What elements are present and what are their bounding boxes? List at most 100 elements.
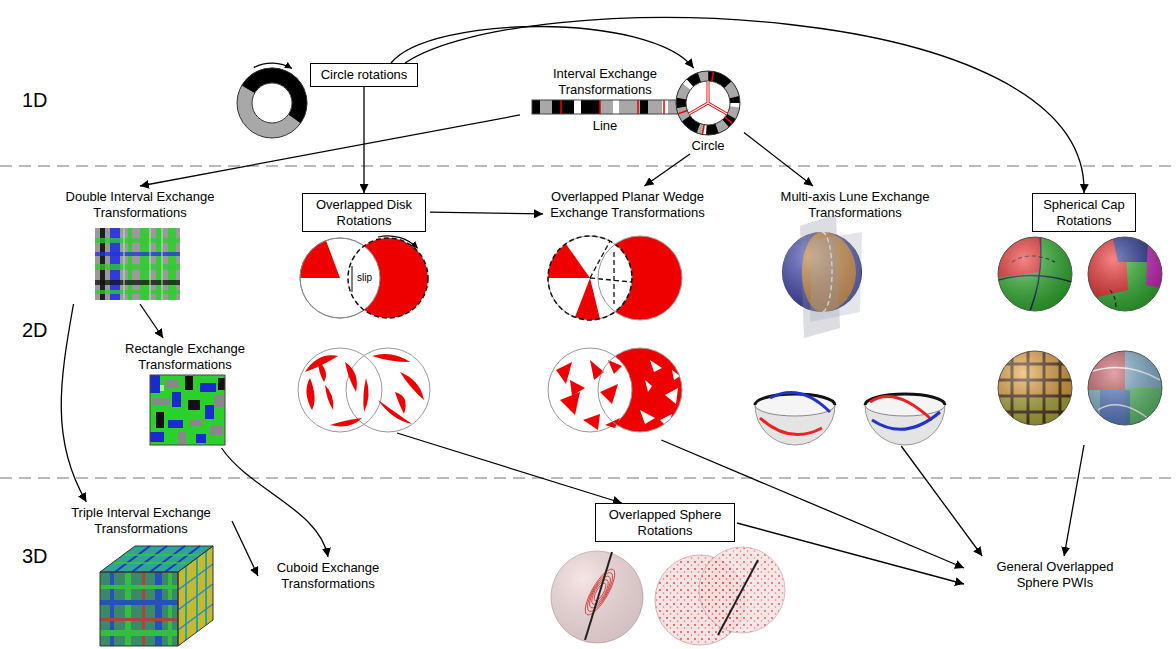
double-iet-picture xyxy=(124,228,125,300)
cube-picture xyxy=(100,600,178,605)
connector-arrow xyxy=(363,87,364,193)
planar-wedge-picture xyxy=(590,360,604,380)
concept-title: Rectangle Exchange Transformations xyxy=(115,341,255,372)
circle-iet-picture xyxy=(676,71,740,135)
picture-caption: Line xyxy=(593,118,618,134)
dimension-label: 1D xyxy=(22,88,48,112)
connector-arrow xyxy=(140,115,520,186)
cube-picture xyxy=(100,572,178,646)
connector-arrow xyxy=(61,304,86,502)
concept-node: Rectangle Exchange Transformations xyxy=(112,338,258,448)
concept-node: Overlapped Planar Wedge Exchange Transfo… xyxy=(543,186,712,440)
double-iet-picture xyxy=(95,228,180,300)
circle-iet-picture xyxy=(678,111,687,114)
boxed-concept: Overlapped Sphere Rotations xyxy=(593,503,737,543)
boxed-title: Overlapped Sphere Rotations xyxy=(595,503,735,542)
overlapped-disk-picture xyxy=(372,354,410,362)
concept-title: Multi-axis Lune Exchange Transformations xyxy=(775,189,935,220)
spherical-cap-picture xyxy=(1088,237,1162,311)
planar-wedge-picture xyxy=(598,348,682,432)
level-separator xyxy=(0,165,1176,166)
overlapped-disk-picture xyxy=(318,360,326,382)
spherical-cap-picture xyxy=(995,234,1075,314)
rectangle-exchange-picture xyxy=(210,425,223,435)
connector-arrow xyxy=(232,521,258,576)
spherical-cap-picture xyxy=(998,237,1072,311)
sphere-rotation-picture xyxy=(718,560,758,635)
rectangle-exchange-picture xyxy=(160,385,164,391)
overlapped-disk-picture xyxy=(298,236,430,432)
spherical-cap-picture xyxy=(1085,234,1165,314)
line-iet-picture xyxy=(663,100,665,114)
boxed-concept: Circle rotations xyxy=(310,63,418,87)
concept-node: Double Interval Exchange Transformations xyxy=(45,186,235,304)
rectangle-exchange-picture xyxy=(185,376,193,390)
lune-picture xyxy=(755,214,945,445)
double-iet-picture xyxy=(150,228,151,300)
rectangle-exchange-picture xyxy=(178,432,186,445)
circle-iet-picture xyxy=(681,76,735,130)
planar-wedge-picture xyxy=(548,244,590,278)
rectangle-exchange-picture xyxy=(150,432,164,442)
spherical-cap-picture xyxy=(998,237,1072,311)
rectangle-exchange-picture xyxy=(150,375,225,445)
overlapped-disk-picture xyxy=(378,236,418,248)
dimension-label: 2D xyxy=(22,318,48,342)
connector-arrow xyxy=(1064,445,1084,556)
circle-rotation-picture xyxy=(252,83,292,123)
picture-label: slip xyxy=(357,272,372,284)
planar-wedge-picture xyxy=(560,392,580,415)
cube-picture xyxy=(100,572,178,646)
line-iet-picture xyxy=(540,100,552,114)
circle-rotation-picture xyxy=(254,63,292,68)
planar-wedge-picture xyxy=(548,348,632,432)
line-iet-picture xyxy=(532,100,685,114)
overlapped-disk-picture xyxy=(306,378,314,410)
planar-wedge-picture xyxy=(665,388,678,404)
spherical-cap-picture xyxy=(995,234,1170,428)
overlapped-disk-picture xyxy=(325,385,333,410)
line-iet-picture xyxy=(662,100,668,114)
spherical-cap-picture xyxy=(1085,348,1165,428)
spherical-cap-picture xyxy=(1088,351,1162,425)
circle-iet-picture xyxy=(689,103,708,114)
overlapped-disk-picture xyxy=(363,378,368,412)
rectangle-exchange-picture xyxy=(172,392,181,407)
rectangle-exchange-picture xyxy=(200,383,216,392)
line-iet-picture xyxy=(613,100,619,114)
planar-wedge-picture xyxy=(608,360,622,374)
overlapped-disk-picture xyxy=(298,348,382,432)
double-iet-picture xyxy=(95,238,180,294)
connector-arrow xyxy=(405,18,1084,193)
planar-wedge-picture xyxy=(548,236,682,432)
planar-wedge-picture xyxy=(556,360,622,430)
double-iet-picture xyxy=(162,228,163,300)
rectangle-exchange-picture xyxy=(196,434,206,443)
concept-title: General Overlapped Sphere PWIs xyxy=(975,559,1135,590)
overlapped-disk-picture xyxy=(300,238,380,318)
line-iet-picture xyxy=(619,100,640,114)
cube-picture xyxy=(100,546,213,646)
lune-picture xyxy=(760,418,822,435)
connector-arrow xyxy=(140,304,163,338)
spherical-cap-picture xyxy=(1085,234,1170,314)
cube-picture xyxy=(178,546,213,646)
circle-iet-picture xyxy=(681,76,735,130)
boxed-concept: Spherical Cap Rotations xyxy=(1000,193,1168,445)
circle-iet-picture xyxy=(681,76,735,130)
rectangle-exchange-picture xyxy=(218,378,225,390)
planar-wedge-picture xyxy=(570,380,585,396)
rectangle-exchange-picture xyxy=(150,375,225,445)
overlapped-disk-picture xyxy=(300,238,380,318)
overlapped-disk-picture xyxy=(345,362,357,392)
circle-iet-picture xyxy=(708,103,727,114)
circle-iet-picture xyxy=(712,72,714,82)
spherical-cap-picture xyxy=(1085,348,1165,428)
circle-iet-picture xyxy=(686,81,730,125)
line-iet-picture xyxy=(600,100,613,114)
concept-node: Interval Exchange TransformationsLine xyxy=(520,66,690,134)
connector-arrow xyxy=(744,133,813,187)
rectangle-exchange-picture xyxy=(156,412,164,428)
lune-picture xyxy=(755,394,835,405)
circle-iet-picture xyxy=(676,71,740,135)
